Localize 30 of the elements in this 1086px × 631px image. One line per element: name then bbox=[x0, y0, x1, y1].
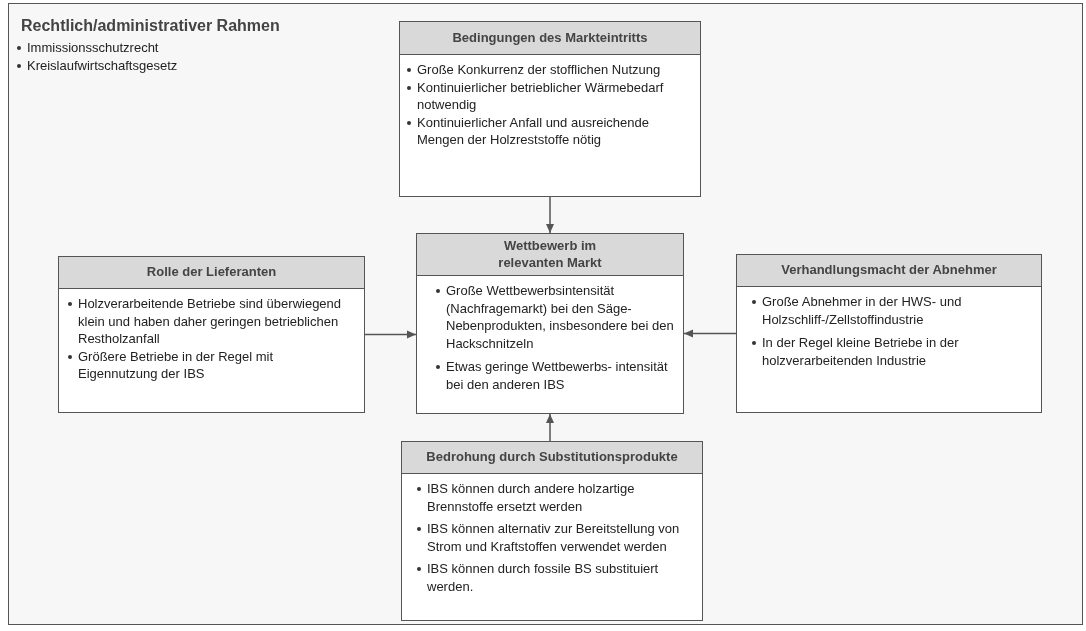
process-box bbox=[736, 254, 1042, 413]
arrow bbox=[546, 196, 554, 234]
bullet-item: Kontinuierlicher betrieblicher Wärmebedarf notwendig bbox=[417, 78, 665, 114]
bullet-item: Größere Betriebe in der Regel mit Eigennutzung der IBS bbox=[78, 347, 275, 383]
box-heading: Verhandlungsmacht der Abnehmer bbox=[737, 255, 1041, 287]
arrow bbox=[546, 413, 554, 442]
arrow bbox=[364, 330, 417, 339]
bullet-item: In der Regel kleine Betriebe in der holzverarbeitenden Industrie bbox=[762, 334, 960, 370]
process-box bbox=[58, 256, 365, 413]
box-heading: Bedrohung durch Substitutionsprodukte bbox=[402, 442, 702, 474]
bullet-item: IBS können durch fossile BS substituiert werden. bbox=[427, 560, 660, 596]
bullet-item: Kontinuierlicher Anfall und ausreichende Mengen der Holzreststoffe nötig bbox=[417, 113, 650, 149]
bullet-item: Große Konkurrenz der stofflichen Nutzung bbox=[417, 61, 661, 79]
process-box bbox=[401, 441, 703, 621]
bullet-item: Kreislaufwirtschaftsgesetz bbox=[27, 56, 178, 75]
bullet-item: Holzverarbeitende Betriebe sind überwiegend klein und haben daher geringen betrieblichen Restholzanfall bbox=[78, 295, 343, 348]
bullet-item: IBS können durch andere holzartige Brennstoffe ersetzt werden bbox=[427, 480, 636, 516]
frame-box bbox=[8, 3, 1083, 625]
bullet-item: Etwas geringe Wettbewerbs- intensität bei den anderen IBS bbox=[446, 358, 669, 394]
box-heading: Wettbewerb im relevanten Markt bbox=[417, 234, 683, 276]
box-heading: Rolle der Lieferanten bbox=[59, 257, 364, 289]
frame-heading: Rechtlich/administrativer Rahmen bbox=[21, 17, 280, 35]
process-box bbox=[399, 21, 701, 197]
bullet-item: Immissionsschutzrecht bbox=[27, 39, 159, 57]
bullet-item: Große Abnehmer in der HWS- und Holzschliff-/Zellstoffindustrie bbox=[762, 293, 963, 329]
bullet-item: IBS können alternativ zur Bereitstellung von Strom und Kraftstoffen verwendet werden bbox=[427, 520, 681, 556]
arrow bbox=[683, 329, 737, 338]
process-box bbox=[416, 233, 684, 414]
box-heading: Bedingungen des Markteintritts bbox=[400, 22, 700, 55]
bullet-item: Große Wettbewerbsintensität (Nachfragemarkt) bei den Säge-Nebenprodukten, insbesondere bei den Hackschnitzeln bbox=[446, 282, 675, 353]
